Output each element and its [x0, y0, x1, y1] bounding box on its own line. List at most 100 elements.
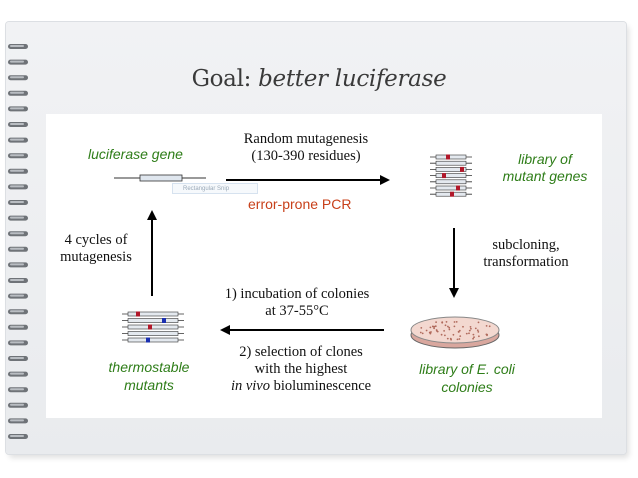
colony-dot	[420, 327, 423, 329]
right-arrow-line2: transformation	[483, 254, 569, 270]
colony-dot	[468, 329, 471, 332]
colony-dot	[457, 330, 460, 333]
mutation-mark	[460, 166, 464, 172]
binding-ring	[8, 371, 28, 377]
luciferase-gene-icon	[114, 174, 206, 182]
colony-dot	[431, 325, 434, 328]
mutation-mark	[146, 337, 150, 343]
gene-copy	[122, 337, 184, 343]
mutant-library-icon	[430, 154, 472, 197]
colony-dot	[434, 325, 437, 328]
colony-dot	[477, 331, 480, 333]
colony-dot	[486, 334, 488, 337]
colony-dot	[458, 338, 461, 340]
mutants-line1: thermostable	[108, 359, 190, 375]
gene-copy	[430, 160, 472, 166]
binding-ring	[8, 246, 28, 252]
binding-ring	[8, 215, 28, 221]
gene-copy	[122, 318, 184, 323]
gene-copy	[430, 179, 472, 185]
mutation-mark	[162, 318, 166, 323]
thermostable-mutants-icon	[122, 311, 184, 343]
binding-ring	[8, 340, 28, 346]
step1-line2: at 37-55°C	[265, 303, 329, 319]
right-arrow-line1: subcloning,	[492, 237, 560, 253]
gene-copy	[122, 331, 184, 336]
library-label: library of mutant genes	[500, 151, 590, 185]
colony-dot	[468, 332, 470, 335]
mutation-mark	[446, 154, 450, 160]
colony-dot	[425, 329, 428, 332]
binding-ring	[8, 434, 28, 439]
mutation-mark	[442, 173, 446, 179]
colony-dot	[462, 325, 464, 328]
mutants-line2: mutants	[124, 377, 174, 393]
colony-dot	[444, 324, 447, 327]
colony-dot	[473, 336, 475, 339]
binding-ring	[8, 356, 28, 361]
colony-dot	[440, 333, 443, 336]
binding-ring	[8, 200, 28, 205]
method-label: error-prone PCR	[248, 196, 352, 212]
gene-copy	[430, 154, 472, 160]
binding-ring	[8, 324, 28, 330]
colony-dot	[445, 321, 448, 323]
gene-copy	[430, 173, 472, 178]
petri-dish-icon	[410, 316, 500, 349]
binding-ring	[8, 59, 28, 65]
right-arrow-label: subcloning, transformation	[470, 237, 582, 271]
binding-ring	[8, 90, 28, 96]
colonies-label: library of E. coli colonies	[400, 360, 534, 396]
colony-dot	[477, 321, 480, 324]
library-label-line2: mutant genes	[502, 168, 588, 184]
slide-title: Goal: better luciferase	[0, 66, 638, 92]
binding-ring	[8, 418, 28, 424]
diagram-panel	[46, 114, 602, 418]
binding-ring	[8, 137, 28, 143]
binding-ring	[8, 278, 28, 283]
gene-copy	[430, 167, 472, 172]
colony-dot	[444, 334, 446, 337]
colony-dot	[421, 332, 424, 335]
binding-ring	[8, 231, 28, 237]
colony-dot	[474, 327, 477, 330]
binding-ring	[8, 168, 28, 174]
colony-dot	[435, 321, 437, 323]
colony-dot	[459, 335, 462, 337]
mutation-mark	[450, 191, 454, 197]
title-plain: Goal:	[191, 66, 259, 92]
colonies-line2: colonies	[441, 379, 493, 395]
binding-ring	[8, 387, 28, 393]
gene-label: luciferase gene	[88, 146, 183, 162]
library-label-line1: library of	[518, 151, 572, 167]
step2-line2: with the highest	[254, 361, 348, 377]
mutation-mark	[456, 185, 460, 191]
step2-italic: in vivo	[230, 378, 270, 394]
colony-dot	[456, 338, 459, 341]
colony-dot	[448, 328, 451, 331]
step2-label: 2) selection of clones with the highest …	[214, 344, 388, 395]
binding-ring	[8, 106, 28, 112]
colony-dot	[478, 335, 480, 338]
binding-ring	[8, 44, 28, 49]
colony-dot	[458, 329, 461, 332]
colony-dot	[419, 331, 422, 334]
binding-ring	[8, 293, 28, 299]
colony-dot	[465, 332, 468, 335]
left-arrow-line1: 4 cycles of	[64, 232, 128, 248]
top-arrow-label: Random mutagenesis (130-390 residues)	[226, 131, 386, 165]
colony-dot	[455, 321, 458, 323]
colony-dot	[443, 330, 445, 332]
step1-line1: 1) incubation of colonies	[224, 286, 370, 302]
left-arrow-label: 4 cycles of mutagenesis	[48, 232, 144, 266]
binding-ring	[8, 75, 28, 81]
colony-dot	[472, 337, 474, 340]
gene-copy	[122, 324, 184, 330]
colony-dot	[470, 327, 472, 330]
colony-dot	[436, 330, 438, 332]
colony-dot	[453, 321, 456, 323]
colony-dot	[452, 333, 455, 336]
title-italic: better luciferase	[258, 66, 447, 92]
colony-dot	[448, 326, 451, 329]
